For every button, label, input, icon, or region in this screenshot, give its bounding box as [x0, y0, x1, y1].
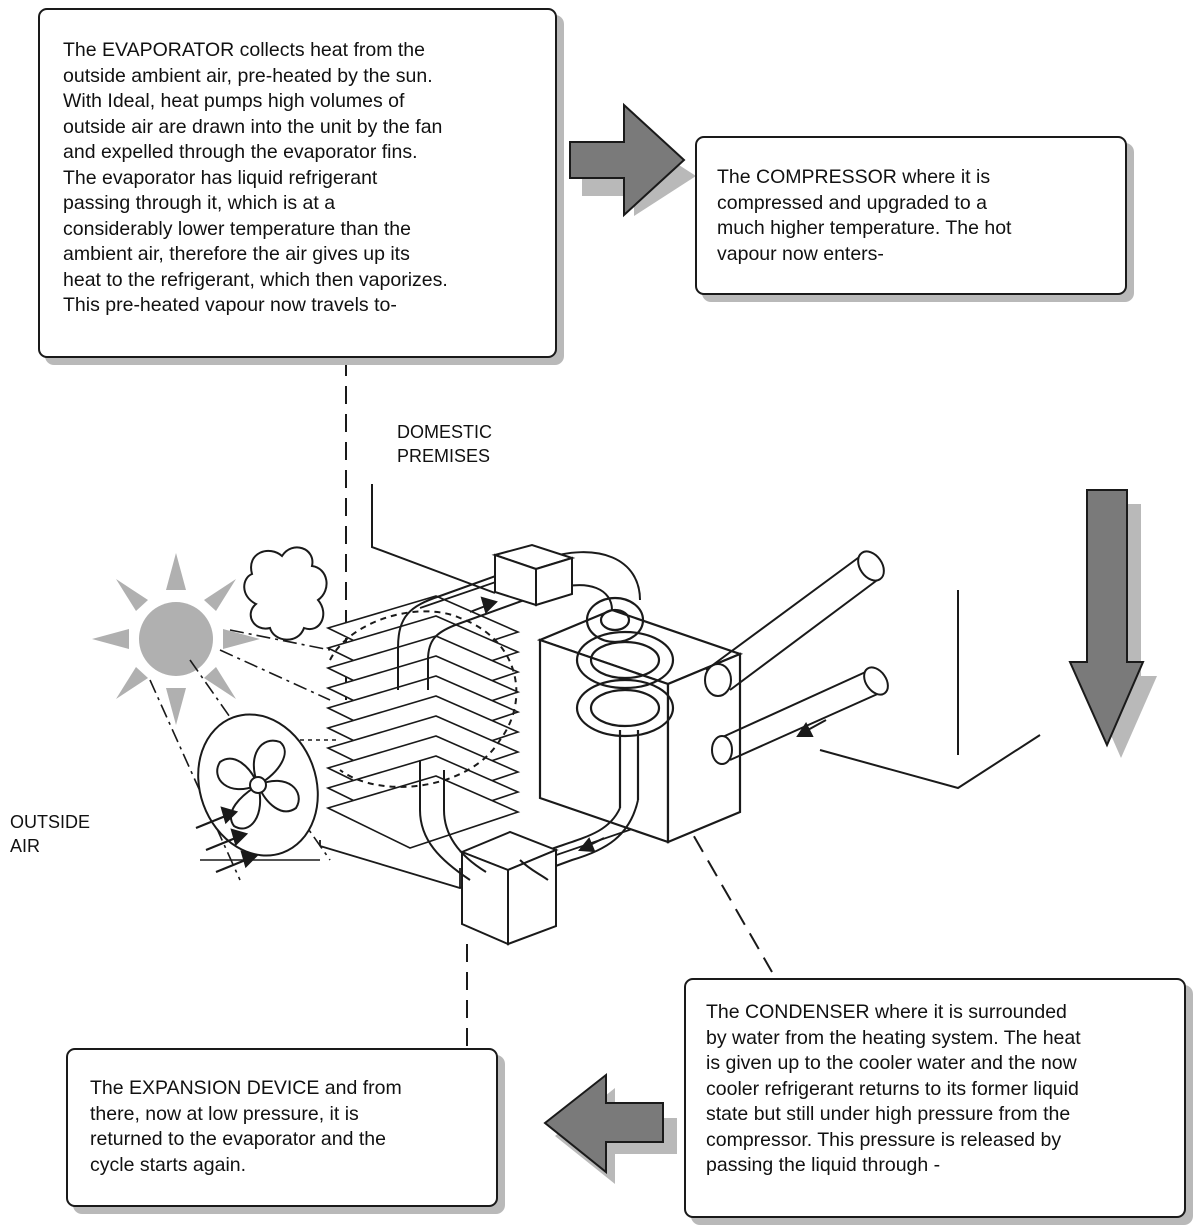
evaporator-line: With Ideal, heat pumps high volumes of	[63, 90, 405, 112]
evaporator-line: heat to the refrigerant, which then vapo…	[63, 268, 448, 291]
arrow-left	[543, 1072, 677, 1184]
fan-icon	[197, 713, 340, 861]
compressor-line: compressed and upgraded to a	[717, 191, 987, 214]
domestic-premises-label: DOMESTIC PREMISES	[397, 420, 492, 468]
condenser-line: The CONDENSER where it is surrounded	[706, 1001, 1067, 1023]
sun-icon	[92, 553, 260, 725]
premises-wall	[371, 484, 1041, 790]
pipe-to-expansion	[519, 799, 639, 875]
label-line: AIR	[10, 836, 41, 856]
condenser-coil	[575, 596, 675, 808]
evaporator-coil	[329, 610, 518, 788]
outside-air-arrows	[195, 806, 259, 874]
evaporator-box: The EVAPORATOR collects heat from the ou…	[38, 8, 557, 358]
evaporator-line: outside air are drawn into the unit by t…	[63, 115, 443, 138]
evaporator-line: The evaporator has liquid refrigerant	[63, 166, 378, 189]
compressor-line: The COMPRESSOR where it is	[717, 166, 991, 188]
flow-arrow-lower	[578, 837, 605, 853]
evaporator-line: outside ambient air, pre-heated by the s…	[63, 64, 433, 87]
condenser-box: The CONDENSER where it is surrounded by …	[684, 978, 1186, 1218]
expansion-line: there, now at low pressure, it is	[90, 1102, 359, 1125]
condenser-line: by water from the heating system. The he…	[706, 1026, 1081, 1049]
expansion-line: The EXPANSION DEVICE and from	[90, 1077, 402, 1099]
compressor-box: The COMPRESSOR where it is compressed an…	[695, 136, 1127, 295]
expansion-box: The EXPANSION DEVICE and from there, now…	[66, 1048, 498, 1207]
label-line: PREMISES	[397, 446, 491, 466]
compressor-text: The COMPRESSOR where it is compressed an…	[717, 165, 1011, 267]
evaporator-fins	[325, 595, 521, 849]
evaporator-line: This pre-heated vapour now travels to-	[63, 294, 397, 316]
condenser-line: cooler refrigerant returns to its former…	[706, 1077, 1079, 1100]
compressor-line: vapour now enters-	[717, 242, 884, 265]
condenser-line: compressor. This pressure is released by	[706, 1128, 1062, 1151]
compressor-housing	[491, 543, 576, 607]
expansion-line: returned to the evaporator and the	[90, 1128, 386, 1150]
cloud-icon	[243, 546, 328, 641]
evaporator-line: ambient air, therefore the air gives up …	[63, 243, 410, 265]
water-pipes	[704, 550, 889, 765]
evaporator-text: The EVAPORATOR collects heat from the ou…	[63, 38, 448, 319]
flow-arrow-water	[796, 719, 827, 737]
flow-arrow-upper	[469, 596, 498, 614]
expansion-device	[459, 830, 559, 946]
sun-rays	[149, 629, 331, 881]
expansion-text: The EXPANSION DEVICE and from there, now…	[90, 1076, 402, 1178]
evaporator-line: considerably lower temperature than the	[63, 217, 411, 240]
evaporator-line: and expelled through the evaporator fins…	[63, 141, 418, 163]
condenser-text: The CONDENSER where it is surrounded by …	[706, 1000, 1081, 1179]
condenser-line: state but still under high pressure from…	[706, 1103, 1071, 1125]
label-line: OUTSIDE	[10, 812, 91, 832]
compressor-line: much higher temperature. The hot	[717, 217, 1012, 239]
expansion-line: cycle starts again.	[90, 1153, 247, 1176]
label-line: DOMESTIC	[397, 422, 493, 442]
evaporator-line: passing through it, which is at a	[63, 192, 336, 214]
outside-air-label: OUTSIDE AIR	[10, 810, 90, 858]
arrow-right	[569, 102, 696, 218]
evaporator-line: The EVAPORATOR collects heat from the	[63, 39, 425, 61]
return-pipe	[419, 760, 487, 881]
condenser-line: passing the liquid through -	[706, 1154, 941, 1176]
arrow-down	[1068, 489, 1157, 758]
leader-condenser	[679, 811, 773, 973]
condenser-line: is given up to the cooler water and the …	[706, 1052, 1077, 1074]
